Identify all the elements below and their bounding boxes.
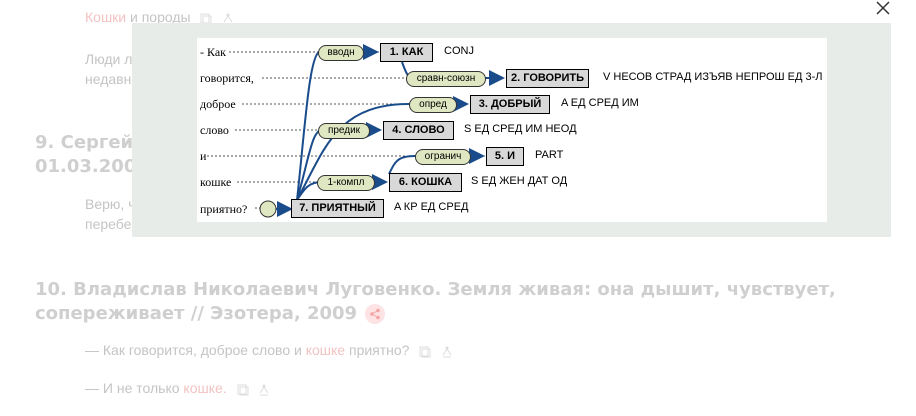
entry-10-heading-line1: 10. Владислав Николаевич Луговенко. Земл… [35, 279, 836, 300]
relation-label-predik: предик [318, 123, 370, 139]
tree-node-4-gram: S ЕД СРЕД ИМ НЕОД [464, 123, 577, 135]
example-top-highlight: Кошки [85, 9, 127, 25]
tree-node-4: 4. СЛОВО [383, 121, 454, 140]
quote-1-highlight: кошке [305, 342, 346, 358]
example-top-text: и породы [126, 9, 191, 25]
quote-2-highlight: кошке. [183, 380, 227, 396]
entry-9-heading: 9. Сергей А 01.03.2008 [35, 131, 153, 179]
tree-node-7: 7. ПРИЯТНЫЙ [291, 199, 384, 218]
word-5: и [200, 149, 207, 163]
quote-1-after: приятно? [345, 342, 410, 358]
quote-1: — Как говорится, доброе слово и кошке пр… [85, 342, 453, 358]
tree-node-2: 2. ГОВОРИТЬ [506, 69, 589, 88]
example-text-1: Люди л недавн [85, 49, 132, 89]
entry-10-heading: 10. Владислав Николаевич Луговенко. Земл… [35, 278, 836, 326]
tree-icon[interactable] [441, 345, 453, 358]
tree-node-6-gram: S ЕД ЖЕН ДАТ ОД [471, 175, 568, 187]
tree-node-2-gram: V НЕСОВ СТРАД ИЗЪЯВ НЕПРОШ ЕД 3-Л [603, 71, 823, 83]
example-text-2-line1: Верю, ч [85, 196, 136, 212]
word-2: говорится, [200, 71, 254, 85]
tree-node-3-gram: A ЕД СРЕД ИМ [561, 97, 639, 109]
example-text-1-line2: недавн [85, 71, 132, 87]
entry-9-heading-line1: 9. Сергей А [35, 132, 154, 153]
syntax-tree-diagram: - Как говорится, доброе слово и кошке пр… [197, 38, 827, 222]
example-text-2-line2: перебе [85, 216, 132, 232]
quote-2-before: — И не только [85, 380, 184, 396]
quote-2: — И не только кошке. [85, 380, 270, 396]
tree-node-6: 6. КОШКА [389, 173, 462, 192]
quote-1-before: — Как говорится, доброе слово и [85, 342, 306, 358]
copy-icon[interactable] [419, 345, 431, 358]
relation-label-opred: опред [409, 97, 457, 113]
relation-label-sravn-soyuzn: сравн-союзн [406, 71, 486, 87]
share-icon[interactable] [365, 304, 386, 324]
example-text-2: Верю, ч перебе [85, 194, 135, 234]
word-4: слово [200, 123, 229, 137]
example-text-1-line1: Люди л [85, 51, 133, 67]
tree-node-7-gram: A КР ЕД СРЕД [394, 201, 469, 213]
copy-icon[interactable] [237, 383, 249, 396]
tree-node-3: 3. ДОБРЫЙ [470, 95, 550, 114]
close-icon[interactable] [873, 0, 893, 18]
example-top: Кошки и породы [85, 9, 234, 25]
word-7: приятно? [200, 202, 248, 216]
tree-node-1-gram: CONJ [444, 45, 474, 57]
relation-label-1-kompl: 1-компл [317, 175, 375, 191]
entry-10-heading-line2: сопереживает // Эзотера, 2009 [35, 303, 358, 324]
tree-icon[interactable] [258, 383, 270, 396]
tree-node-5-gram: PART [535, 149, 564, 161]
tree-node-1: 1. КАК [380, 43, 433, 62]
word-1: - Как [200, 45, 226, 59]
tree-node-5: 5. И [486, 147, 524, 166]
relation-label-vvodn: вводн [318, 45, 364, 61]
entry-9-heading-line2: 01.03.2008 [35, 156, 149, 177]
word-3: доброе [200, 97, 236, 111]
word-6: кошке [200, 175, 232, 189]
relation-label-ogranich: огранич [415, 149, 471, 165]
